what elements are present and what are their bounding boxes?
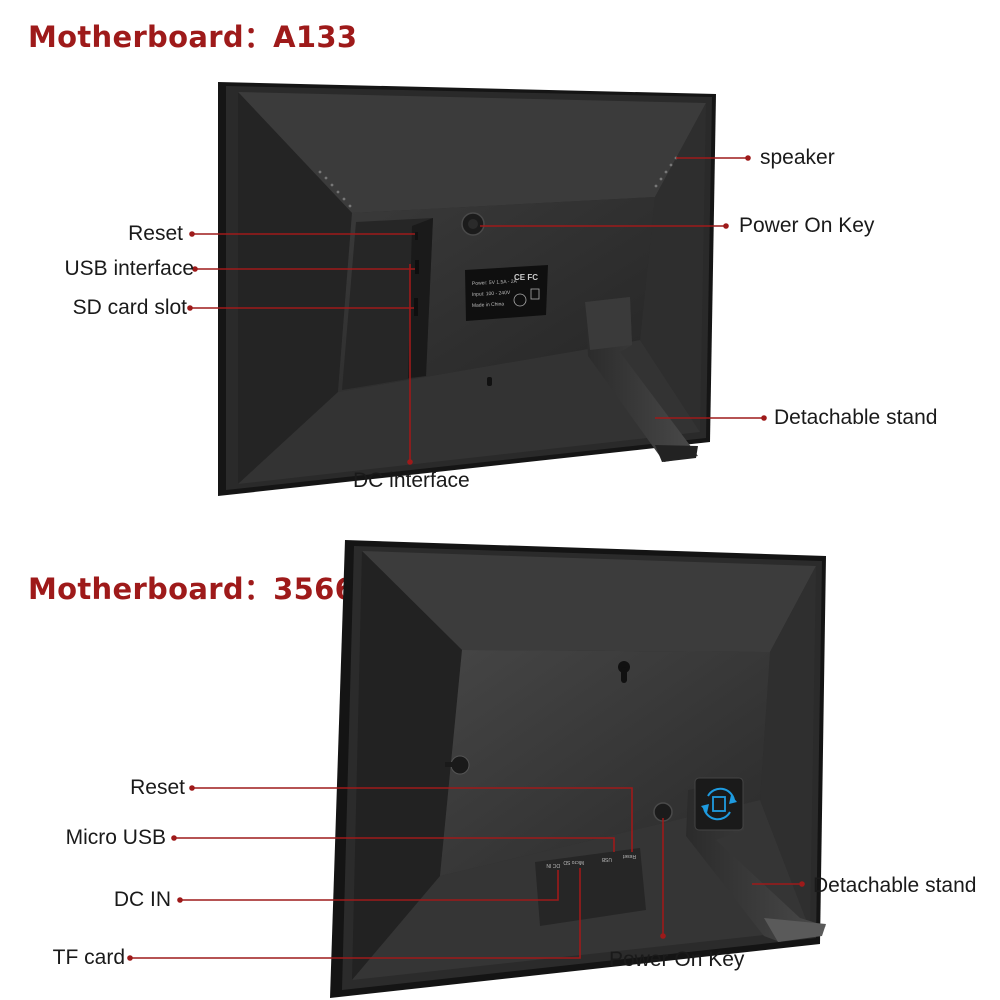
- label-power-on-key-a133: Power On Key: [739, 214, 875, 237]
- port-marks: DC IN Micro SD USB Reset: [546, 853, 636, 868]
- mark-reset: Reset: [622, 853, 636, 859]
- label-tf-card: TF card: [52, 946, 125, 969]
- facet-top: [362, 551, 816, 652]
- leaders-a133: [190, 157, 764, 462]
- facet-left: [238, 92, 352, 484]
- spec-sticker: Power: 5V 1.5A - 2A Input: 100 - 240V Ma…: [465, 265, 548, 321]
- mark-dc-in: DC IN: [546, 862, 560, 868]
- facet-right: [760, 566, 816, 930]
- label-speaker: speaker: [760, 146, 835, 169]
- label-dc-in: DC IN: [113, 888, 171, 911]
- facet-bottom: [238, 340, 700, 484]
- sticker-line-3: Made in China: [472, 301, 505, 309]
- leader-dots-3566: [127, 785, 805, 961]
- section-title-a133: Motherboard：A133: [28, 20, 358, 54]
- leader-dots-a133: [187, 155, 767, 465]
- label-detachable-stand-a133: Detachable stand: [774, 406, 938, 429]
- rotate-badge: [694, 777, 744, 831]
- detachable-stand-a133: [585, 297, 698, 462]
- center-panel: [440, 650, 770, 876]
- sd-slot: [414, 298, 418, 316]
- frame-3566: DC IN Micro SD USB Reset: [330, 540, 826, 998]
- sticker-marks: CE FC: [514, 273, 538, 282]
- label-dc-interface: DC interface: [353, 469, 470, 492]
- section-title-3566: Motherboard：3566: [28, 572, 356, 606]
- usb-port: [415, 260, 419, 274]
- sticker-line-1: Power: 5V 1.5A - 2A: [472, 279, 518, 287]
- label-usb-interface: USB interface: [64, 257, 194, 280]
- mark-micro-sd: Micro SD: [563, 859, 584, 865]
- label-reset-a133: Reset: [128, 222, 183, 245]
- label-micro-usb: Micro USB: [65, 826, 166, 849]
- label-reset-3566: Reset: [130, 776, 185, 799]
- weee-bin-icon: [530, 288, 540, 300]
- speaker-grille-left: [318, 170, 352, 208]
- keyhole-hanger: [618, 661, 630, 683]
- mount-slot: [487, 377, 492, 386]
- rotate-icon: [701, 787, 737, 821]
- leaders-3566: [130, 787, 802, 959]
- reset-hole: [415, 232, 418, 240]
- recycle-icon: [513, 293, 527, 307]
- label-power-on-key-3566: Power On Key: [609, 948, 745, 971]
- facet-top: [238, 92, 706, 213]
- facet-left: [352, 551, 462, 980]
- mark-usb: USB: [601, 856, 612, 862]
- label-detachable-stand-3566: Detachable stand: [813, 874, 977, 897]
- label-sd-card-slot: SD card slot: [72, 296, 187, 319]
- frame-a133: Power: 5V 1.5A - 2A Input: 100 - 240V Ma…: [218, 82, 716, 496]
- side-peg: [445, 755, 470, 775]
- sticker-line-2: Input: 100 - 240V: [472, 290, 511, 298]
- port-strip: [535, 848, 646, 926]
- detachable-stand-3566: [686, 777, 826, 942]
- facet-right: [640, 103, 706, 432]
